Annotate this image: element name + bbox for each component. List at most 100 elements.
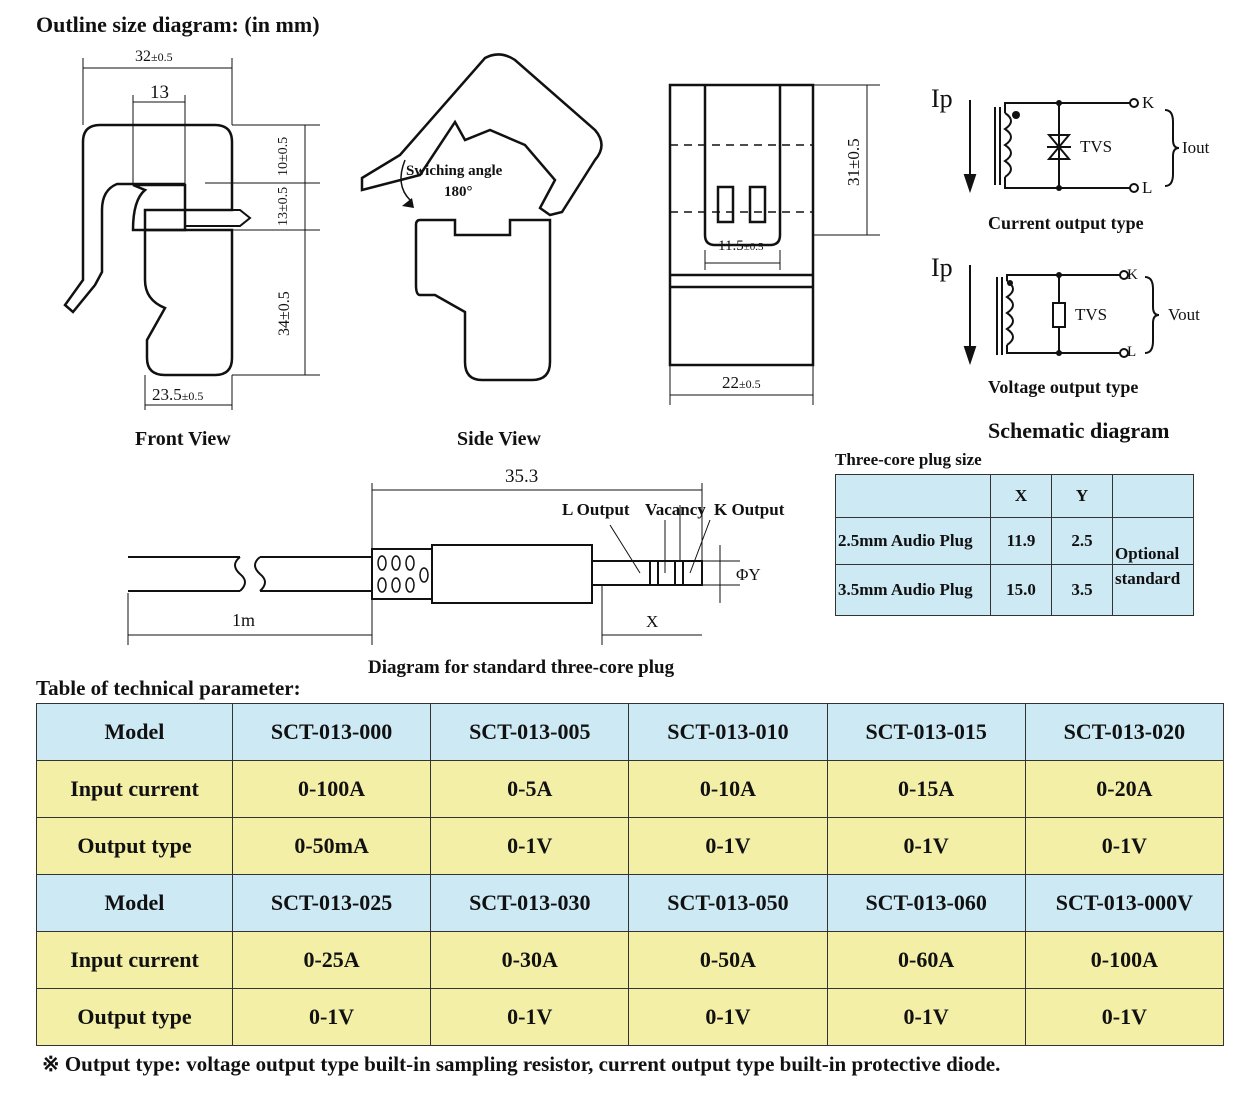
model-cell: SCT-013-020 <box>1024 703 1225 761</box>
row-label: Model <box>36 874 233 932</box>
input-cell: 0-10A <box>628 760 828 818</box>
page-title: Outline size diagram: (in mm) <box>36 12 320 37</box>
input-cell: 0-100A <box>231 760 432 818</box>
plug-header-y: Y <box>1051 474 1113 518</box>
plug-header-note <box>1112 474 1194 518</box>
k-output-label: K Output <box>714 500 785 519</box>
input-row: Input current 0-25A 0-30A 0-50A 0-60A 0-… <box>36 931 1225 989</box>
output-row: Output type 0-50mA 0-1V 0-1V 0-1V 0-1V <box>36 817 1225 875</box>
front-h2-dim: 13±0.5 <box>276 186 291 226</box>
front-width-dim: 32±0.5 <box>135 48 173 65</box>
l-output-label: L Output <box>562 500 630 519</box>
voltage-tvs-label: TVS <box>1075 305 1108 324</box>
footnote: ※ Output type: voltage output type built… <box>42 1052 1001 1076</box>
output-cell: 0-1V <box>231 988 432 1046</box>
side-view-caption: Side View <box>457 428 541 450</box>
current-tvs-label: TVS <box>1080 137 1113 156</box>
front-bottom-dim: 23.5±0.5 <box>152 385 204 404</box>
plug-diagram-caption: Diagram for standard three-core plug <box>368 657 675 678</box>
vacancy-label: Vacancy <box>645 500 706 519</box>
output-cell: 0-1V <box>826 817 1026 875</box>
plug-drawing <box>127 483 740 645</box>
voltage-l-label: L <box>1127 344 1137 360</box>
row-label: Output type <box>36 817 233 875</box>
plug-header-blank <box>835 474 991 518</box>
input-cell: 0-50A <box>628 931 828 989</box>
model-cell: SCT-013-000V <box>1024 874 1225 932</box>
output-cell: 0-1V <box>430 988 630 1046</box>
end-slot-dim: 11.5±0.5 <box>718 238 764 254</box>
current-out-label: Iout <box>1182 138 1210 157</box>
output-cell: 0-1V <box>826 988 1026 1046</box>
row-label: Output type <box>36 988 233 1046</box>
end-view-drawing <box>668 83 880 405</box>
current-k-label: K <box>1142 93 1155 112</box>
model-cell: SCT-013-050 <box>628 874 828 932</box>
output-cell: 0-1V <box>1024 817 1225 875</box>
output-cell: 0-1V <box>628 817 828 875</box>
model-cell: SCT-013-015 <box>826 703 1026 761</box>
current-l-label: L <box>1142 178 1153 197</box>
output-cell: 0-50mA <box>231 817 432 875</box>
model-cell: SCT-013-000 <box>231 703 432 761</box>
current-output-caption: Current output type <box>988 213 1144 233</box>
plug-header-x: X <box>990 474 1052 518</box>
model-row: Model SCT-013-000 SCT-013-005 SCT-013-01… <box>36 703 1225 761</box>
front-view-drawing <box>63 58 320 410</box>
input-cell: 0-25A <box>231 931 432 989</box>
plug-note-optional: Optional <box>1112 517 1194 565</box>
schematic-drawing <box>963 98 1180 366</box>
input-cell: 0-100A <box>1024 931 1225 989</box>
voltage-ip-label: Ip <box>931 253 953 282</box>
model-cell: SCT-013-025 <box>231 874 432 932</box>
front-inner-dim: 13 <box>150 82 169 103</box>
output-row: Output type 0-1V 0-1V 0-1V 0-1V 0-1V <box>36 988 1225 1046</box>
input-cell: 0-5A <box>430 760 630 818</box>
output-cell: 0-1V <box>430 817 630 875</box>
tech-parameter-table: Model SCT-013-000 SCT-013-005 SCT-013-01… <box>36 703 1225 1046</box>
end-width-dim: 22±0.5 <box>722 373 761 392</box>
output-cell: 0-1V <box>628 988 828 1046</box>
input-row: Input current 0-100A 0-5A 0-10A 0-15A 0-… <box>36 760 1225 818</box>
angle-label: Swiching angle <box>406 163 503 179</box>
voltage-out-label: Vout <box>1168 305 1200 324</box>
input-cell: 0-20A <box>1024 760 1225 818</box>
plug-table-row: 2.5mm Audio Plug 11.9 2.5 Optional <box>835 517 1194 565</box>
cable-length-label: 1m <box>232 610 256 630</box>
row-label: Input current <box>36 760 233 818</box>
model-cell: SCT-013-030 <box>430 874 630 932</box>
current-ip-label: Ip <box>931 84 953 113</box>
voltage-output-caption: Voltage output type <box>988 377 1139 397</box>
voltage-k-label: K <box>1127 267 1138 283</box>
model-row: Model SCT-013-025 SCT-013-030 SCT-013-05… <box>36 874 1225 932</box>
front-h3-dim: 34±0.5 <box>276 291 293 336</box>
model-cell: SCT-013-010 <box>628 703 828 761</box>
row-label: Model <box>36 703 233 761</box>
front-view-caption: Front View <box>135 428 231 450</box>
x-dim-label: X <box>646 612 659 631</box>
end-height-dim: 31±0.5 <box>844 138 863 186</box>
plug-size-table: X Y 2.5mm Audio Plug 11.9 2.5 Optional 3… <box>835 474 1194 616</box>
input-cell: 0-60A <box>826 931 1026 989</box>
tech-table-title: Table of technical parameter: <box>36 676 301 700</box>
model-cell: SCT-013-005 <box>430 703 630 761</box>
model-cell: SCT-013-060 <box>826 874 1026 932</box>
plug-x: 15.0 <box>990 564 1052 616</box>
plug-y: 2.5 <box>1051 517 1113 565</box>
phi-y-label: ΦY <box>736 565 761 584</box>
input-cell: 0-15A <box>826 760 1026 818</box>
side-view-drawing <box>360 53 603 382</box>
plug-length-dim: 35.3 <box>505 466 539 487</box>
front-h1-dim: 10±0.5 <box>276 136 291 176</box>
output-cell: 0-1V <box>1024 988 1225 1046</box>
plug-y: 3.5 <box>1051 564 1113 616</box>
row-label: Input current <box>36 931 233 989</box>
plug-name: 2.5mm Audio Plug <box>835 517 991 565</box>
plug-x: 11.9 <box>990 517 1052 565</box>
plug-table-title: Three-core plug size <box>835 450 982 469</box>
plug-name: 3.5mm Audio Plug <box>835 564 991 616</box>
angle-value: 180° <box>444 184 473 200</box>
plug-note-standard: standard <box>1112 564 1194 616</box>
schematic-caption: Schematic diagram <box>988 418 1170 443</box>
plug-table-row: 3.5mm Audio Plug 15.0 3.5 standard <box>835 564 1194 616</box>
